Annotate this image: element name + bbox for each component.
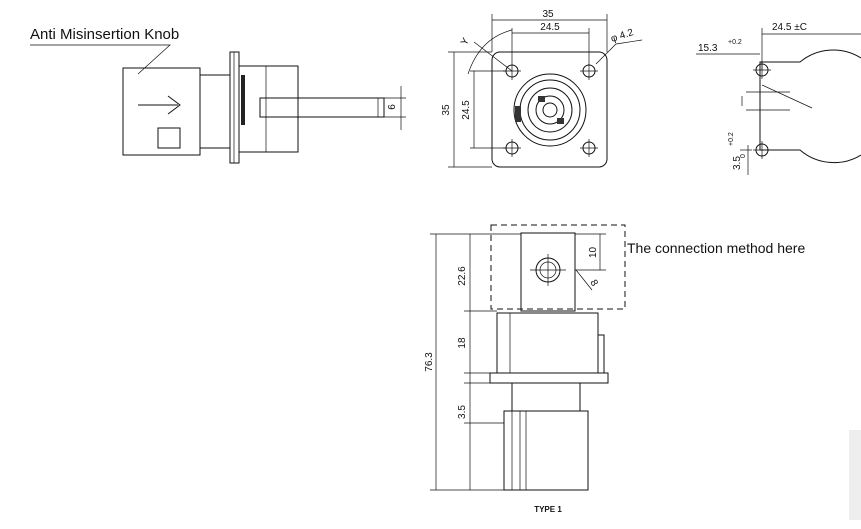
dim-right-offset: 15.3 bbox=[698, 43, 718, 54]
dim-total-height: 76.3 bbox=[424, 352, 435, 372]
plug-lower bbox=[503, 410, 589, 491]
cutout-outline bbox=[759, 49, 861, 164]
side-view: Anti Misinsertion Knob 6 bbox=[30, 26, 406, 164]
bottom-flange bbox=[489, 372, 609, 384]
dim-thickness: 6 bbox=[387, 104, 398, 110]
flange-label-strip bbox=[241, 75, 245, 125]
terminal-block bbox=[520, 232, 576, 312]
vertical-side-view: The connection method here 8 10 76.3 bbox=[424, 224, 805, 514]
dim-left-inner: 24.5 bbox=[461, 100, 472, 120]
dim-seg-mid: 18 bbox=[457, 337, 468, 349]
edge-artifact bbox=[849, 430, 861, 520]
anti-misinsertion-label: Anti Misinsertion Knob bbox=[30, 26, 179, 43]
arrow-head bbox=[167, 95, 181, 115]
dim-slot: 8 bbox=[587, 278, 600, 289]
plug-body bbox=[122, 67, 201, 156]
dim-angle: Y bbox=[459, 36, 472, 48]
dim-seg-flange: 3.5 bbox=[457, 405, 468, 419]
mounting-holes bbox=[503, 62, 598, 157]
svg-text:+0.2: +0.2 bbox=[728, 132, 735, 146]
front-flange bbox=[491, 51, 608, 168]
dim-hole-dia: φ 4.2 bbox=[610, 27, 636, 45]
dim-hole-pitch: 10 bbox=[588, 246, 599, 258]
svg-text:0: 0 bbox=[740, 154, 747, 158]
connection-dashed-box bbox=[490, 224, 626, 310]
callout-leader bbox=[30, 44, 171, 75]
main-housing bbox=[496, 312, 599, 374]
rear-housing bbox=[238, 65, 299, 153]
dim-left-height: 35 bbox=[441, 104, 452, 116]
panel-cutout-view: 24.5 ±C 15.3 +0.2 3.5 +0.2 0 bbox=[696, 22, 861, 175]
svg-text:+0.2: +0.2 bbox=[728, 39, 742, 46]
type-caption: TYPE 1 bbox=[534, 505, 562, 514]
dim-seg-top: 22.6 bbox=[457, 266, 468, 286]
neck bbox=[511, 382, 581, 412]
dim-right-small: 3.5 bbox=[732, 156, 743, 170]
keying-mark bbox=[515, 106, 521, 122]
knob-tab bbox=[157, 127, 181, 149]
busbar bbox=[259, 97, 385, 118]
flange bbox=[229, 51, 240, 164]
dim-top-inner: 24.5 bbox=[540, 22, 560, 33]
collar bbox=[199, 74, 231, 149]
dim-top-width: 35 bbox=[542, 9, 554, 20]
connection-method-label: The connection method here bbox=[627, 240, 805, 256]
dim-right-width: 24.5 ±C bbox=[772, 22, 807, 33]
front-view: 35 24.5 φ 4.2 Y 35 24.5 bbox=[441, 9, 643, 168]
receptacle-outer bbox=[513, 73, 587, 147]
